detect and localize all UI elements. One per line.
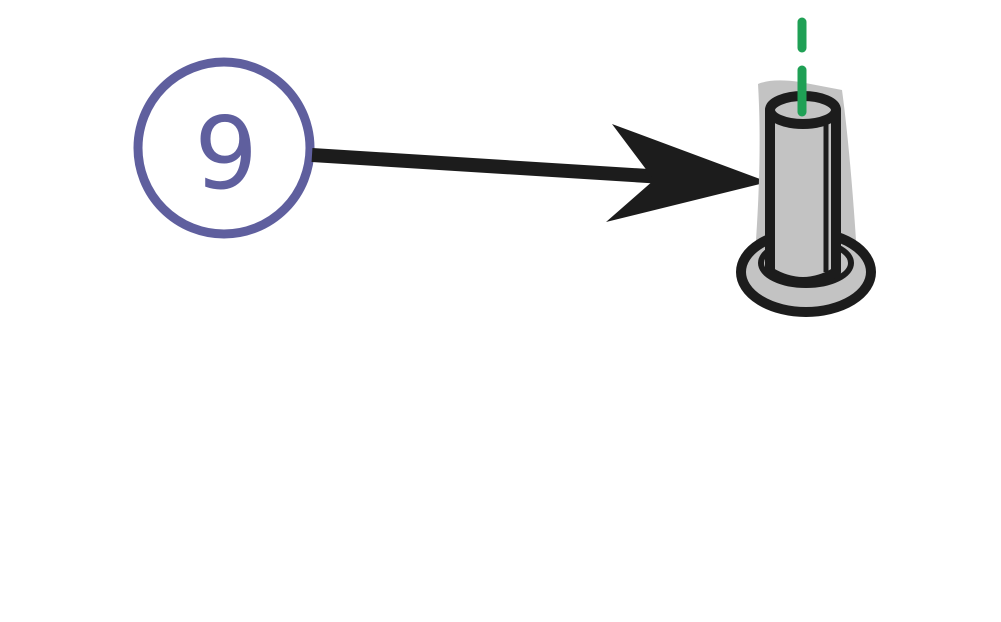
step-callout-ring: [133, 57, 315, 239]
arrow-shaft: [311, 148, 681, 185]
step-callout: 9: [133, 57, 315, 239]
arrow-head-icon: [606, 124, 768, 222]
flanged-pin-icon: [736, 80, 876, 317]
pointer-arrow: [311, 124, 768, 222]
pin-shaft: [765, 105, 841, 287]
step-number: 9: [194, 95, 258, 212]
